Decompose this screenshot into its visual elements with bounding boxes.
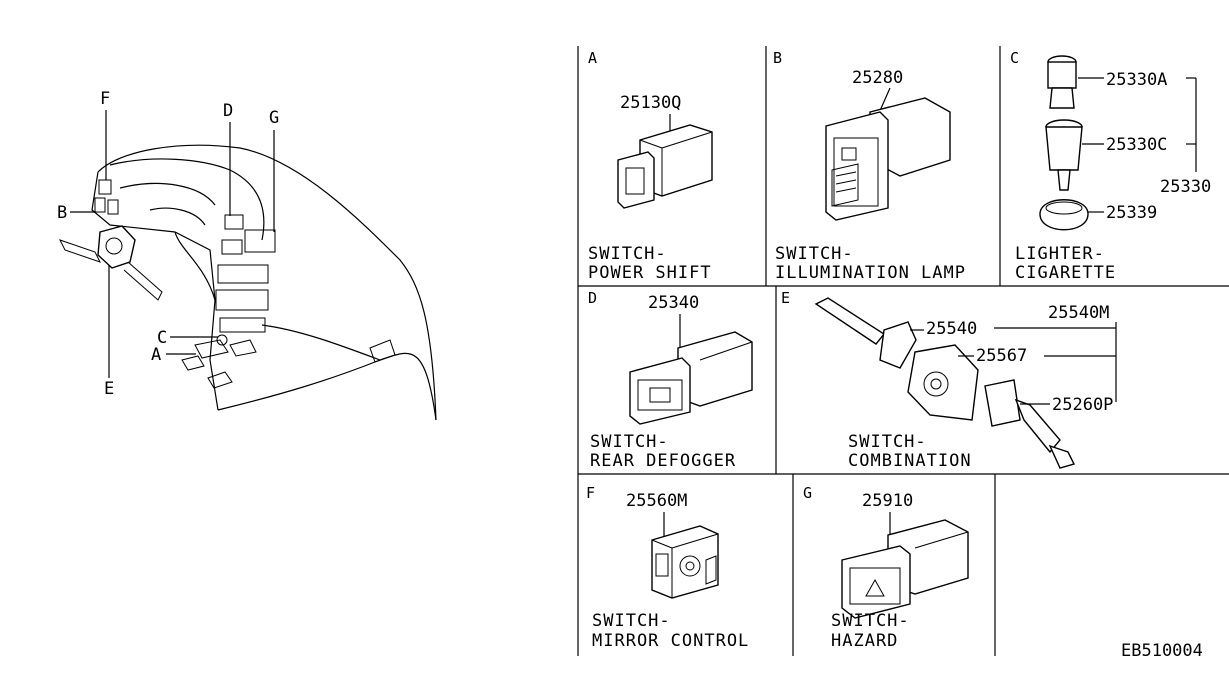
illumination-lamp-switch-illustration — [825, 97, 951, 221]
callout-e: E — [104, 379, 114, 399]
rear-defogger-switch-illustration — [629, 331, 753, 425]
panel-grid — [577, 46, 1229, 656]
panel-g-letter: G — [803, 484, 812, 502]
panel-e-part-assembly: 25540M — [1048, 303, 1109, 323]
panel-c-part-c: 25330C — [1106, 135, 1167, 155]
panel-e-part-wiper: 25260P — [1052, 395, 1113, 415]
panel-a-caption-1: SWITCH- — [588, 244, 667, 264]
panel-e: E 25540M 25540 25567 25260P SWITCH- COMB… — [781, 289, 1117, 471]
panel-b-part-number: 25280 — [852, 68, 903, 88]
panel-e-caption-2: COMBINATION — [848, 451, 972, 471]
panel-b-caption-1: SWITCH- — [775, 244, 854, 264]
panel-e-letter: E — [781, 289, 790, 307]
panel-b-caption-2: ILLUMINATION LAMP — [775, 263, 966, 283]
callout-f: F — [100, 89, 110, 109]
panel-b: B 25280 SWITCH- ILLUMINATION LAMP — [773, 49, 966, 283]
callout-g: G — [269, 108, 279, 128]
mirror-control-switch-illustration — [651, 525, 719, 599]
panel-a: A 25130Q SWITCH- POWER SHIFT — [588, 49, 713, 283]
panel-g: G 25910 SWITCH- HAZARD — [803, 484, 969, 651]
panel-d-caption-2: REAR DEFOGGER — [590, 451, 736, 471]
panel-e-part-body: 25567 — [976, 346, 1027, 366]
panel-c-caption-2: CIGARETTE — [1015, 263, 1116, 283]
callout-c: C — [157, 328, 167, 348]
callout-b: B — [57, 203, 67, 223]
panel-c-letter: C — [1010, 49, 1019, 67]
panel-f-caption-1: SWITCH- — [592, 611, 671, 631]
callout-d: D — [223, 101, 233, 121]
cigarette-lighter-illustration — [1039, 55, 1089, 231]
panel-c-caption-1: LIGHTER- — [1015, 244, 1105, 264]
panel-f: F 25560M SWITCH- MIRROR CONTROL — [586, 484, 749, 651]
panel-a-part-number: 25130Q — [620, 93, 681, 113]
callout-a: A — [151, 345, 161, 365]
combination-switch-illustration — [814, 297, 1076, 469]
panel-d-part-number: 25340 — [648, 293, 699, 313]
panel-d-letter: D — [588, 289, 597, 307]
hazard-switch-illustration — [841, 519, 969, 619]
panel-e-caption-1: SWITCH- — [848, 432, 927, 452]
panel-e-part-stalk: 25540 — [926, 319, 977, 339]
panel-g-caption-2: HAZARD — [831, 631, 898, 651]
panel-c: C 25330A 25330C 25330 25339 LIGHTER- CIG… — [1010, 49, 1211, 283]
power-shift-switch-illustration — [617, 124, 713, 209]
panel-d-caption-1: SWITCH- — [590, 432, 669, 452]
dashboard-overview: F B D G C A E — [57, 89, 437, 421]
panel-d: D 25340 SWITCH- REAR DEFOGGER — [588, 289, 753, 471]
panel-b-letter: B — [773, 49, 782, 67]
panel-f-letter: F — [586, 484, 595, 502]
panel-a-letter: A — [588, 49, 597, 67]
panel-a-caption-2: POWER SHIFT — [588, 263, 712, 283]
panel-c-part-assembly: 25330 — [1160, 177, 1211, 197]
panel-g-part-number: 25910 — [862, 491, 913, 511]
panel-c-part-ring: 25339 — [1106, 203, 1157, 223]
panel-c-part-a: 25330A — [1106, 70, 1167, 90]
panel-g-caption-1: SWITCH- — [831, 611, 910, 631]
panel-f-caption-2: MIRROR CONTROL — [592, 631, 749, 651]
drawing-code: EB510004 — [1121, 641, 1203, 661]
panel-f-part-number: 25560M — [626, 491, 687, 511]
